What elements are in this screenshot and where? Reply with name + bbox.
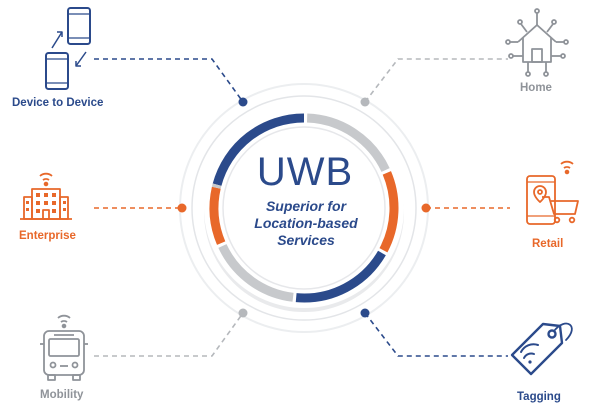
- dot-tagging: [360, 308, 370, 318]
- label-device-to-device: Device to Device: [12, 97, 104, 109]
- connector-mobility: [94, 312, 244, 357]
- dot-retail: [421, 203, 431, 213]
- smart-home-icon: [505, 8, 569, 77]
- ring-seg-gray-top-right: [306, 113, 390, 172]
- center-disk: [204, 108, 404, 308]
- dot-mobility: [238, 308, 248, 318]
- label-enterprise: Enterprise: [19, 230, 76, 242]
- wireless-tag-icon: [510, 322, 573, 376]
- connector-device-to-device: [94, 58, 244, 103]
- connectors: [94, 58, 510, 357]
- segmented-ring: [209, 113, 399, 303]
- bus-icon: [40, 314, 88, 381]
- ring-seg-orange-left: [209, 186, 226, 245]
- center-subtitle: Superior for Location-based Services: [254, 198, 358, 248]
- ring-seg-navy-bottom: [295, 250, 386, 303]
- ring-seg-navy-top: [212, 113, 305, 186]
- label-tagging: Tagging: [517, 391, 561, 403]
- label-retail: Retail: [532, 238, 564, 250]
- connector-home: [364, 58, 508, 103]
- office-building-wifi-icon: [20, 172, 72, 220]
- dot-enterprise: [177, 203, 187, 213]
- dot-home: [360, 97, 370, 107]
- label-mobility: Mobility: [40, 389, 84, 401]
- phone-to-phone-icon: [45, 7, 91, 90]
- ring-seg-orange-right: [379, 171, 399, 253]
- ring-seg-gray-bottom-left: [218, 244, 294, 302]
- retail-shopping-icon: [526, 160, 579, 225]
- inner-thin-ring: [222, 126, 386, 290]
- center-title: UWB: [256, 150, 354, 194]
- outer-ring: [191, 95, 417, 321]
- dot-device-to-device: [238, 97, 248, 107]
- connector-tagging: [364, 312, 508, 357]
- ring-seg-gray-left: [211, 183, 222, 189]
- label-home: Home: [520, 82, 552, 94]
